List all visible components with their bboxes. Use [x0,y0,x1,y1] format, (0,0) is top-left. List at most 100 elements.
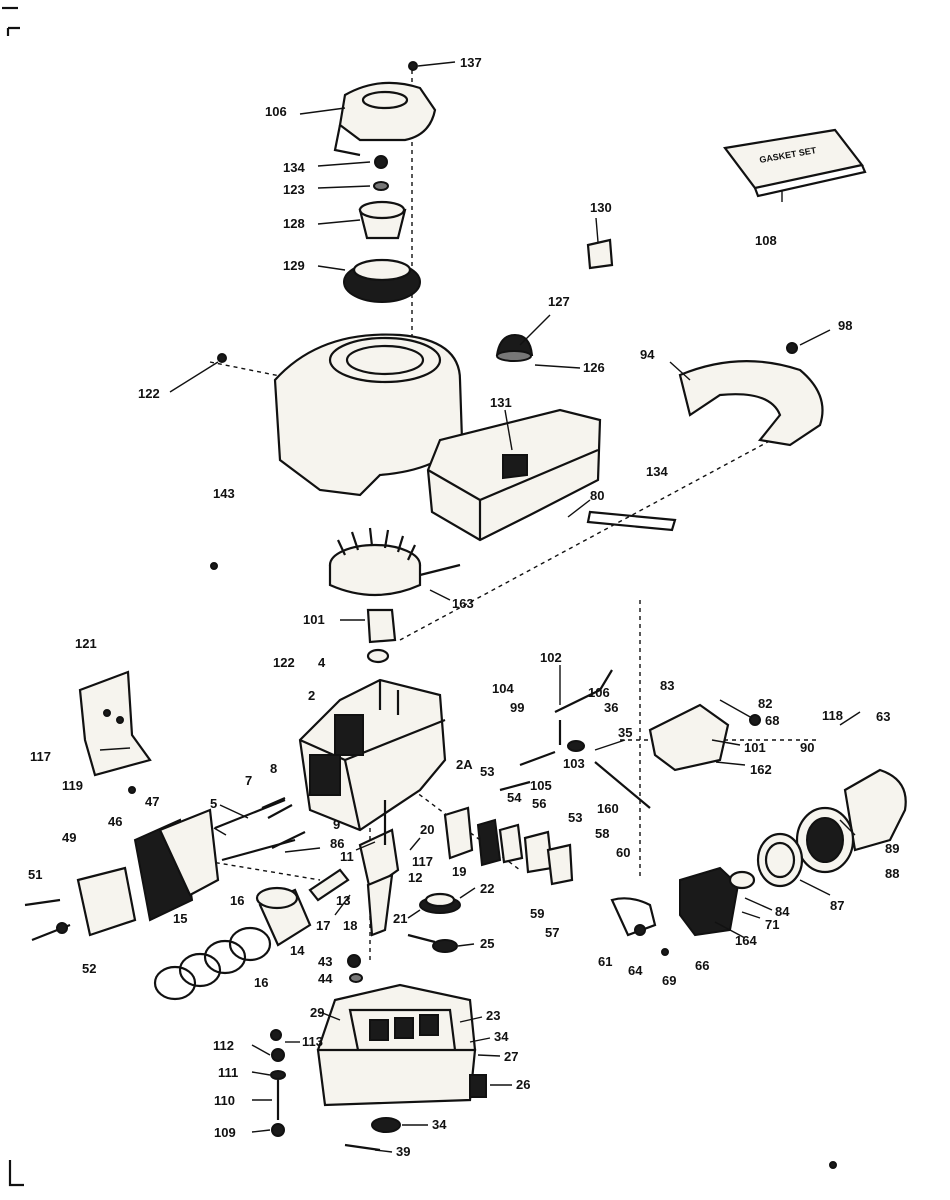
blower-cover [333,61,437,157]
part-label: 104 [492,681,514,696]
plate-49 [76,866,137,937]
part-label: 51 [28,867,42,882]
part-label: 122 [138,386,160,401]
part-label: 163 [452,596,474,611]
part-label: 82 [758,696,772,711]
fuel-cap [495,333,534,362]
part-label: 164 [735,933,757,948]
part-label: 8 [270,761,277,776]
part-label: 29 [310,1005,324,1020]
part-label: 83 [660,678,674,693]
part-label: 5 [210,796,217,811]
engine-shroud [217,333,464,497]
part-label: 2A [456,757,473,772]
part-label: 123 [283,182,305,197]
part-label: 64 [628,963,643,978]
part-label: 84 [775,904,790,919]
part-label: 112 [213,1038,234,1053]
part-label: 128 [283,216,305,231]
part-label: 61 [598,954,612,969]
engine-block [298,678,447,832]
part-label: 11 [340,849,354,864]
part-label: 59 [530,906,544,921]
part-label: 25 [480,936,494,951]
part-label: 46 [108,814,122,829]
part-label: 53 [480,764,494,779]
part-label: 16 [254,975,268,990]
carburetor-body [610,866,756,956]
part-label: 47 [145,794,159,809]
leader-lines [99,61,861,1153]
part-label: 21 [393,911,407,926]
starter-stack [343,155,421,303]
part-label: 103 [563,756,585,771]
part-label: 14 [290,943,305,958]
part-label: 121 [75,636,97,651]
bracket-94 [678,342,824,447]
part-label: 39 [396,1144,410,1159]
part-label: 16 [230,893,244,908]
part-label: 102 [540,650,562,665]
valves [214,796,306,862]
part-label: 15 [173,911,187,926]
part-label: 80 [590,488,604,503]
part-label: 89 [885,841,899,856]
part-label: 58 [595,826,609,841]
piston [255,886,312,947]
part-label: 27 [504,1049,518,1064]
part-label: 20 [420,822,434,837]
fuel-tank [426,408,677,542]
part-label: 63 [876,709,890,724]
part-label: 119 [62,778,83,793]
piston-rings [153,926,272,1001]
gear-22 [419,892,461,914]
part-label: 54 [507,790,522,805]
part-label: 98 [838,318,852,333]
part-label: 87 [830,898,844,913]
part-label: 110 [214,1093,235,1108]
part-label: 26 [516,1077,530,1092]
part-label: 17 [316,918,330,933]
part-label: 53 [568,810,582,825]
part-label: 162 [750,762,772,777]
part-label: 35 [618,725,632,740]
linkage-rods [499,669,651,809]
sump-small-parts [344,1074,487,1152]
corner-marks [2,6,24,1187]
part-label: 9 [333,817,340,832]
part-label: 160 [597,801,619,816]
part-label: 36 [604,700,618,715]
shield-121 [78,670,152,777]
part-label: 60 [616,845,630,860]
part-label: 117 [30,749,51,764]
part-label: 19 [452,864,466,879]
part-label: 66 [695,958,709,973]
part-label: 4 [318,655,326,670]
part-label: 18 [343,918,357,933]
part-25 [407,933,458,953]
part-label: 94 [640,347,655,362]
governor-stack [270,1029,286,1137]
part-label: 71 [765,917,779,932]
part-label: 101 [744,740,766,755]
part-label: 109 [214,1125,236,1140]
part-label: 101 [303,612,325,627]
part-label: 57 [545,925,559,940]
part-label: 126 [583,360,605,375]
part-label: 143 [213,486,235,501]
part-label: 99 [510,700,524,715]
part-label: 111 [218,1065,238,1080]
part-label: 2 [308,688,315,703]
air-filter [756,768,907,888]
part-label: 12 [408,870,422,885]
part-label: 13 [336,893,350,908]
breather-housing [133,808,220,922]
part-label: 113 [302,1034,323,1049]
plate-130 [586,238,614,270]
part-label: 131 [490,395,512,410]
part-label: 68 [765,713,779,728]
bracket-83 [648,703,761,772]
part-label: 122 [273,655,295,670]
part-label: 118 [822,708,843,723]
